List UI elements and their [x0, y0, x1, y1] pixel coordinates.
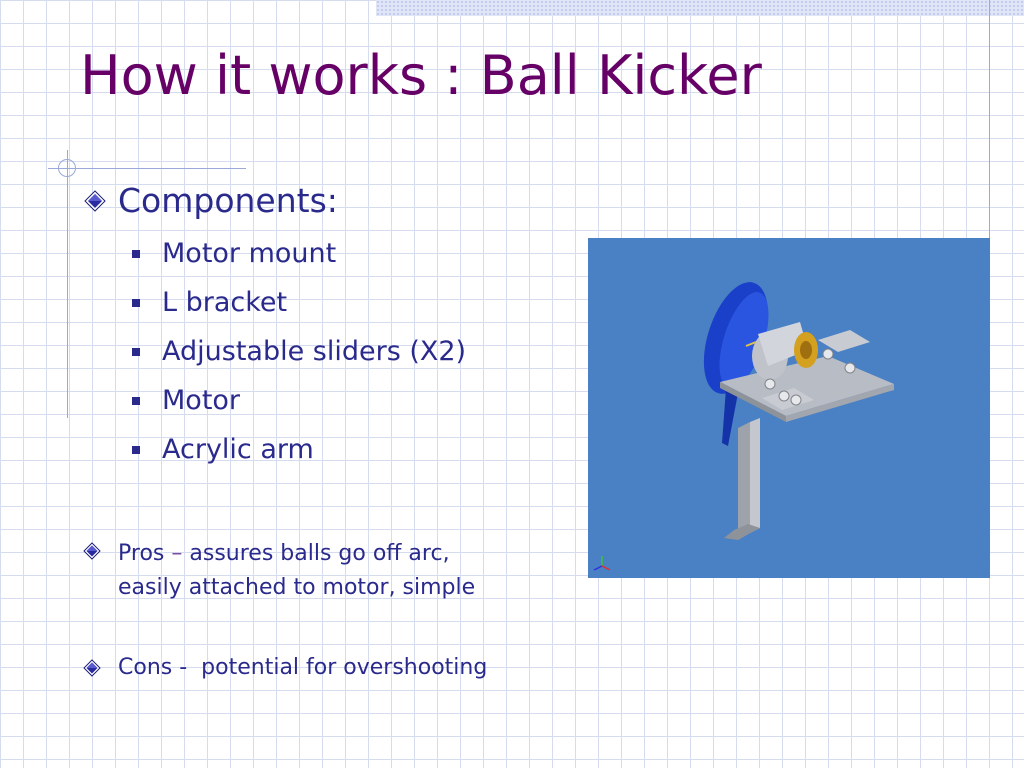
list-item-label: L bracket	[162, 287, 288, 318]
square-bullet-icon	[132, 299, 140, 307]
list-item-label: Motor	[162, 385, 241, 416]
pros-dash: –	[171, 541, 183, 566]
list-item: Adjustable sliders (X2)	[130, 334, 466, 383]
pros-line-2: easily attached to motor, simple	[118, 575, 476, 600]
square-bullet-icon	[132, 348, 140, 356]
decor-horizontal-line	[48, 168, 246, 169]
square-bullet-icon	[132, 446, 140, 454]
cons-bullet: Cons - potential for overshooting	[118, 651, 487, 685]
cad-render-ball-kicker-icon	[588, 238, 990, 578]
decor-circle-icon	[58, 159, 76, 177]
pros-bullet: Pros – assures balls go off arc, easily …	[118, 537, 475, 605]
list-item-label: Motor mount	[162, 238, 337, 269]
square-bullet-icon	[132, 250, 140, 258]
list-item: L bracket	[130, 285, 466, 334]
diamond-bullet-icon	[84, 190, 106, 216]
list-item: Acrylic arm	[130, 432, 466, 481]
diamond-bullet-icon	[83, 659, 101, 681]
pros-line-1: assures balls go off arc,	[189, 541, 450, 566]
components-list: Motor mount L bracket Adjustable sliders…	[130, 236, 466, 481]
decor-vertical-line-left	[67, 150, 68, 418]
list-item-label: Adjustable sliders (X2)	[162, 336, 467, 367]
list-item: Motor	[130, 383, 466, 432]
cons-label: Cons -	[118, 655, 188, 680]
slide-title: How it works : Ball Kicker	[80, 44, 762, 107]
pros-label: Pros	[118, 541, 165, 566]
diamond-bullet-icon	[83, 542, 101, 564]
decor-vertical-line-right	[989, 0, 990, 240]
components-heading: Components:	[118, 181, 338, 220]
list-item: Motor mount	[130, 236, 466, 285]
cons-text: potential for overshooting	[201, 655, 488, 680]
list-item-label: Acrylic arm	[162, 434, 314, 465]
square-bullet-icon	[132, 397, 140, 405]
top-decor-band	[376, 0, 1024, 16]
